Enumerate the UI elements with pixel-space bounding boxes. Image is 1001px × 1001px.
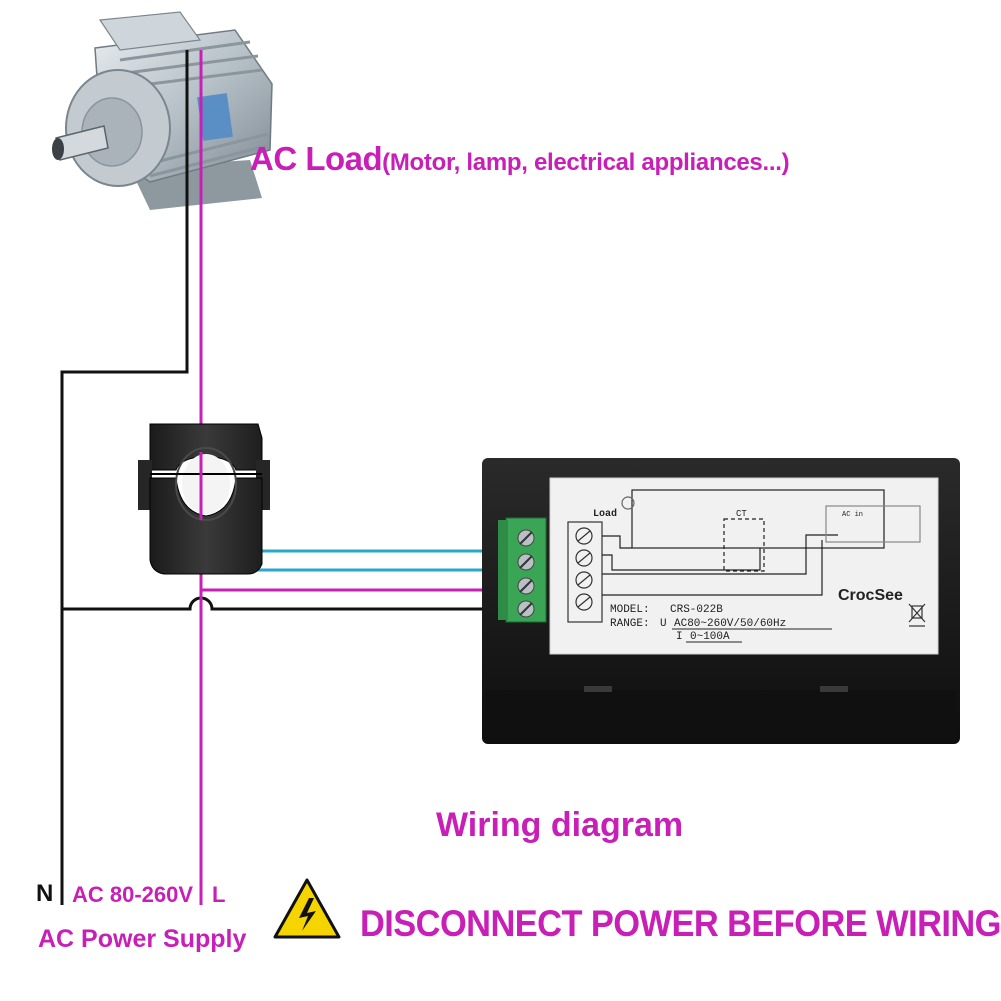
power-supply-label: AC Power Supply [38, 925, 247, 953]
motor-icon [52, 11, 273, 210]
meter-model-label: MODEL: [610, 604, 650, 616]
terminal-screws [517, 529, 535, 618]
meter-brand: CrocSee [838, 587, 903, 604]
schematic-ac-in-label: AC in [842, 511, 863, 519]
warning-text: DISCONNECT POWER BEFORE WIRING [360, 903, 1001, 944]
current-transformer-icon [138, 423, 270, 575]
meter-i-label: I [676, 631, 683, 643]
supply-voltage-label: AC 80-260V [72, 882, 194, 907]
sticker-terminal-symbols [575, 527, 593, 611]
meter-u-range: AC80~260V/50/60Hz [674, 618, 786, 630]
meter-schematic [567, 489, 921, 623]
neutral-label: N [36, 880, 54, 907]
schematic-load-label: Load [593, 508, 617, 520]
ac-load-title: AC Load(Motor, lamp, electrical applianc… [250, 140, 790, 178]
meter-u-label: U [660, 618, 667, 630]
ct-signal-wires [255, 549, 518, 572]
meter-model: CRS-022B [670, 604, 723, 616]
terminal-block [498, 517, 547, 623]
panel-meter: Load CT AC in CrocSee MODEL: CRS-022B RA… [482, 458, 960, 744]
weee-bin-icon [908, 603, 926, 627]
diagram-title: Wiring diagram [436, 806, 684, 844]
schematic-ct-label: CT [736, 509, 747, 519]
ac-load-subtitle: (Motor, lamp, electrical appliances...) [382, 149, 790, 176]
meter-range-label: RANGE: [610, 618, 650, 630]
meter-i-range: 0~100A [690, 631, 730, 643]
high-voltage-warning-icon [273, 878, 341, 939]
ac-load-heading: AC Load [250, 140, 383, 177]
live-label: L [212, 882, 226, 907]
